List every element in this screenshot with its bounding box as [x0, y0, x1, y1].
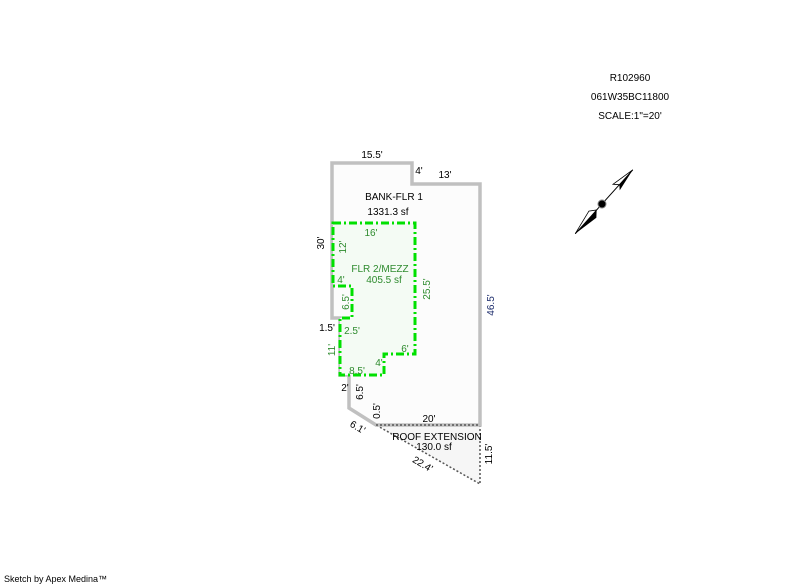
mezz-area-name: FLR 2/MEZZ: [351, 264, 408, 275]
dim-label: 6.5': [355, 384, 366, 400]
roof-area-size: 130.0 sf: [416, 442, 452, 453]
scale-label: SCALE:1"=20': [598, 111, 662, 122]
bank-area-size: 1331.3 sf: [367, 207, 408, 218]
dim-label: 1.5': [319, 323, 335, 334]
dim-label: 0.5': [372, 403, 383, 419]
dim-label: 8.5': [349, 366, 365, 377]
roof-area-name: ROOF EXTENSION: [392, 432, 481, 443]
bank-area-name: BANK-FLR 1: [365, 192, 423, 203]
dim-label: 25.5': [422, 278, 433, 299]
dim-label: 20': [422, 414, 435, 425]
mezzanine-outline: [331, 221, 417, 377]
dim-label: 6.1': [348, 419, 367, 436]
dim-label: 16': [364, 228, 377, 239]
dim-label: 4': [375, 358, 383, 369]
dim-label: 30': [316, 236, 327, 249]
dim-label: 4': [337, 275, 345, 286]
sketch-credit: Sketch by Apex Medina™: [4, 574, 108, 584]
map-tax-lot: 061W35BC11800: [590, 92, 670, 103]
dim-label: 2.5': [344, 326, 360, 337]
dim-label: 46.5': [486, 294, 497, 315]
dim-label: 13': [438, 170, 451, 181]
dim-label: 2': [341, 383, 349, 394]
dim-label: 15.5': [361, 150, 382, 161]
dim-label: 6.5': [341, 294, 352, 310]
mezz-area-size: 405.5 sf: [366, 275, 402, 286]
north-arrow-icon: [574, 169, 634, 235]
dim-label: 11': [327, 344, 338, 356]
dim-label: 11.5': [484, 444, 495, 465]
dim-label: 4': [415, 166, 423, 177]
dim-label: 12': [338, 240, 349, 253]
parcel-id: R102960: [609, 73, 651, 84]
dim-label: 22.4': [410, 455, 434, 475]
dim-label: 6': [401, 344, 409, 355]
